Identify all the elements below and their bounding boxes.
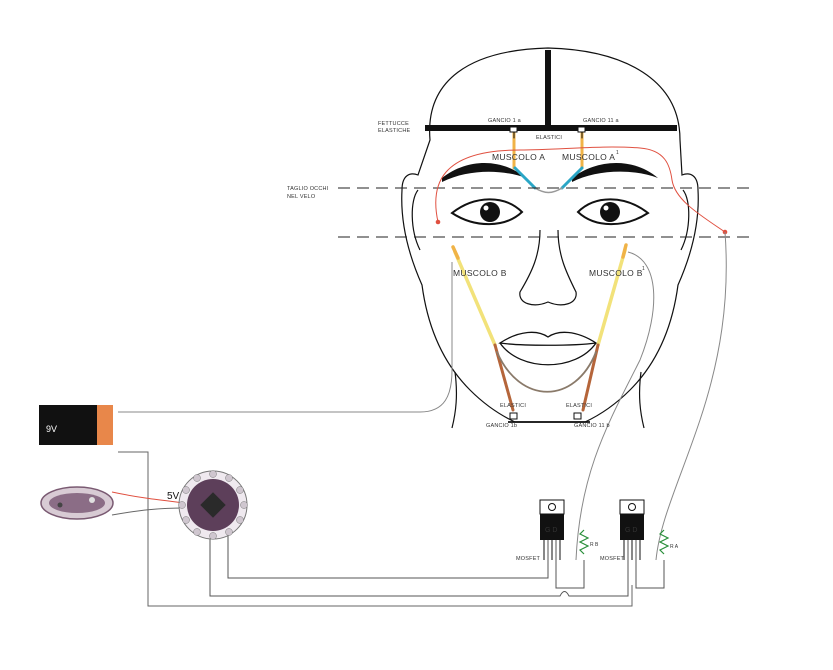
elastici-left-label: ELASTICI: [500, 403, 526, 409]
mosfet2-hole: [628, 503, 636, 511]
mouth: [498, 331, 598, 366]
resistor-icon: [658, 529, 670, 555]
battery-9v: 9V: [39, 405, 113, 445]
lower-lip: [499, 342, 597, 366]
mosfet1-chip-text: G D: [545, 527, 557, 534]
resistor-a-zigzag: [658, 529, 670, 555]
left-eyebrow: [442, 162, 526, 182]
battery-plus-wire: [118, 262, 453, 413]
left-eye-highlight: [483, 205, 489, 211]
muscolo-b1-yellow: [596, 248, 627, 347]
wires: [111, 146, 728, 607]
voltage-label: 5V: [167, 491, 180, 502]
forehead-link: [534, 187, 563, 194]
mosfet2-body: [620, 514, 644, 540]
sensor-red-wire: [111, 491, 186, 504]
board-mosfet2-wire: [209, 525, 629, 597]
mouth-loop: [496, 351, 597, 393]
eyebrows: [442, 162, 658, 182]
muscolo-a1-label: MUSCOLO A: [562, 152, 615, 162]
red-wire-forehead: [435, 146, 726, 233]
sensor-inner: [49, 493, 105, 513]
mosfet-1-label: MOSFET: [516, 556, 541, 562]
neck-left: [451, 371, 458, 429]
right-eyebrow: [572, 162, 658, 182]
eye-cut-lines: [338, 187, 752, 238]
muscolo-b1-orange-top: [621, 243, 628, 259]
elastici-right-label: ELASTICI: [566, 403, 592, 409]
horizontal-strap: [425, 125, 677, 131]
gancio-2a-box: [577, 126, 586, 133]
resistor-icon: [578, 529, 590, 555]
upper-lip: [498, 331, 598, 346]
diagram-labels: FETTUCCE ELASTICHE TAGLIO OCCHI NEL VELO…: [287, 118, 679, 562]
mosfet2-chip-text: G D: [625, 527, 637, 534]
mosfet1-hole: [548, 503, 556, 511]
sensor-chip: [57, 502, 63, 508]
taglio-label-1: TAGLIO OCCHI: [287, 186, 329, 192]
sensor-gray-wire: [111, 507, 186, 516]
left-ear: [411, 189, 421, 251]
battery-label: 9V: [46, 424, 57, 434]
mosfet-2-label: MOSFET: [600, 556, 625, 562]
pulse-sensor-icon: [40, 486, 114, 520]
mosfet1-drain-wire: [555, 540, 585, 589]
fettucce-label-2: ELASTICHE: [378, 128, 410, 134]
gancio-2a-label: GANCIO 11 a: [583, 118, 619, 124]
neck-right: [638, 371, 645, 429]
muscolo-b1-brown: [581, 343, 600, 412]
muscolo-a1-superscript: 1: [616, 150, 619, 156]
vertical-strap: [545, 50, 551, 128]
forehead-muscles: [512, 129, 584, 194]
gancio-1b-label: GANCIO 1b: [486, 423, 517, 429]
board-chip: [200, 492, 226, 518]
gancio-1b-box: [509, 412, 518, 420]
battery-body: [39, 405, 97, 445]
elastic-straps: [425, 50, 677, 131]
mosfet-transistor-icon: G D: [539, 499, 565, 560]
muscolo-a-blue: [513, 166, 537, 190]
fettucce-label-1: FETTUCCE: [378, 121, 409, 127]
eyes: [450, 198, 650, 226]
right-eye-highlight: [603, 205, 609, 211]
gancio-1a-label: GANCIO 1 a: [488, 118, 522, 124]
resistor-b-zigzag: [578, 529, 590, 555]
muscolo-b1-superscript: 1: [642, 266, 645, 272]
red-node-left: [435, 219, 441, 225]
battery-minus-wire: [118, 451, 633, 607]
lower-muscles: [451, 243, 628, 412]
board-pads: [178, 470, 248, 540]
muscolo-a-label: MUSCOLO A: [492, 152, 545, 162]
resistor-a-label: R A: [670, 544, 679, 550]
muscolo-b-orange-top: [451, 245, 460, 260]
gancio-1a-box: [509, 126, 518, 133]
lilypad-arduino-board-icon: [178, 470, 248, 540]
sensor-led: [89, 497, 95, 503]
muscolo-b-label: MUSCOLO B: [453, 268, 507, 278]
right-iris: [600, 202, 620, 222]
right-ear: [680, 189, 690, 251]
elastici-top-label: ELASTICI: [536, 135, 562, 141]
resistor-b-label: R B: [590, 542, 599, 548]
face-illustration: [401, 47, 699, 429]
left-iris: [480, 202, 500, 222]
hooks: [509, 126, 586, 420]
board-mosfet1-wire: [227, 522, 549, 579]
gancio-2b-label: GANCIO 11 b: [574, 423, 610, 429]
muscolo-b-yellow: [453, 250, 497, 347]
mosfet2-drain-wire: [635, 540, 665, 589]
muscle-b1-wire: [575, 251, 655, 561]
muscolo-b1-label: MUSCOLO B: [589, 268, 643, 278]
nose: [519, 229, 577, 306]
mosfet1-body: [540, 514, 564, 540]
gancio-2b-box: [573, 412, 582, 420]
right-sense-wire: [655, 231, 727, 561]
mosfet-transistor-icon: G D: [619, 499, 645, 560]
battery-terminal-cap: [97, 405, 113, 445]
muscolo-a1-blue: [560, 166, 584, 190]
taglio-label-2: NEL VELO: [287, 194, 316, 200]
head-outline: [401, 47, 699, 423]
